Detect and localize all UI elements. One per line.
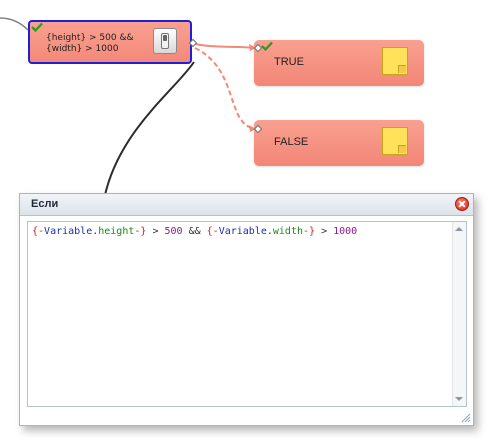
code-token: -} bbox=[303, 226, 316, 237]
dialog-header[interactable]: Если bbox=[20, 194, 473, 216]
expression-code[interactable]: {-Variable.height-} > 500 && {-Variable.… bbox=[32, 226, 357, 238]
expression-editor[interactable]: {-Variable.height-} > 500 && {-Variable.… bbox=[27, 221, 467, 407]
condition-line-1: {height} > 500 && bbox=[46, 33, 134, 43]
code-token: 500 bbox=[164, 226, 183, 237]
vertical-scrollbar[interactable] bbox=[452, 222, 466, 406]
code-token: . bbox=[266, 226, 273, 237]
code-token: {- bbox=[32, 226, 45, 237]
code-token: {- bbox=[206, 226, 219, 237]
switch-icon bbox=[153, 28, 177, 54]
note-icon bbox=[382, 127, 408, 155]
false-node-label: FALSE bbox=[274, 136, 309, 148]
true-node-label: TRUE bbox=[274, 56, 304, 68]
code-token: && bbox=[182, 226, 207, 237]
condition-node[interactable]: {height} > 500 && {width} > 1000 bbox=[28, 20, 192, 64]
condition-text: {height} > 500 && {width} > 1000 bbox=[46, 33, 133, 55]
code-token: height bbox=[98, 226, 135, 237]
check-icon bbox=[261, 41, 273, 51]
close-icon[interactable] bbox=[455, 197, 469, 211]
code-token: -} bbox=[134, 226, 147, 237]
if-dialog: Если {-Variable.height-} > 500 && {-Vari… bbox=[19, 193, 474, 426]
true-node[interactable]: TRUE bbox=[254, 40, 424, 86]
condition-line-2: {width} > 1000 bbox=[46, 44, 119, 54]
scroll-up-icon[interactable] bbox=[455, 227, 463, 231]
code-token: . bbox=[92, 226, 99, 237]
code-token: width bbox=[272, 226, 303, 237]
false-node[interactable]: FALSE bbox=[254, 120, 424, 166]
resize-grip-icon[interactable] bbox=[461, 413, 471, 423]
code-token: > bbox=[146, 226, 165, 237]
note-icon bbox=[382, 47, 408, 75]
code-token: Variable bbox=[218, 226, 267, 237]
code-token: 1000 bbox=[333, 226, 358, 237]
check-icon bbox=[31, 22, 43, 32]
code-token: > bbox=[315, 226, 334, 237]
dialog-title: Если bbox=[31, 198, 59, 210]
scroll-down-icon[interactable] bbox=[455, 397, 463, 401]
code-token: Variable bbox=[44, 226, 93, 237]
